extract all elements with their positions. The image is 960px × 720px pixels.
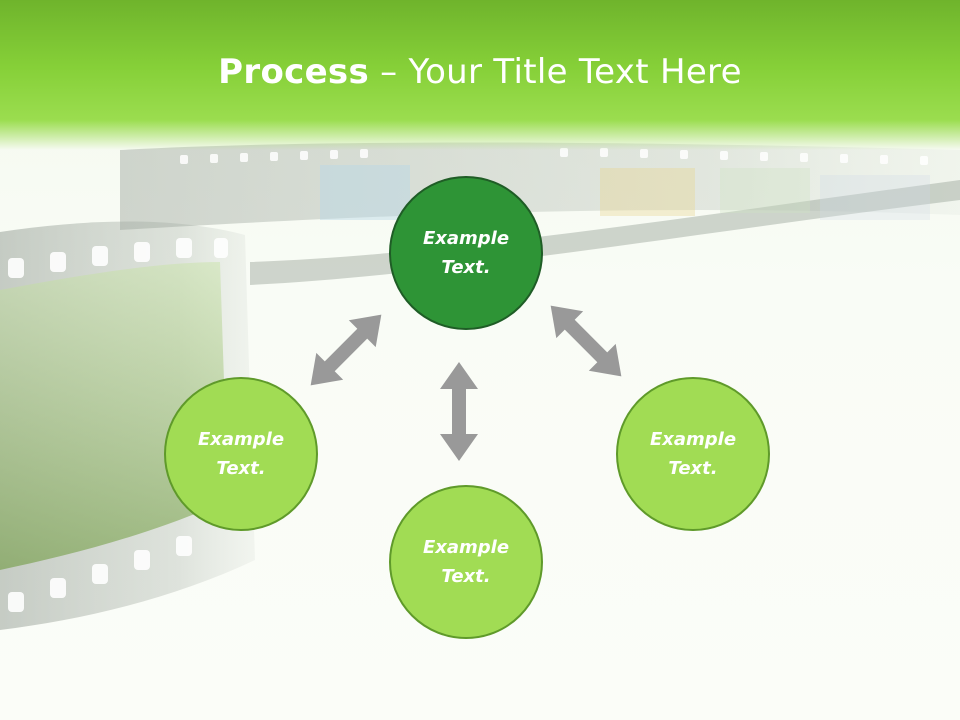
node-left-line2: Text.	[216, 458, 266, 479]
node-bottom-line2: Text.	[441, 566, 491, 587]
double-arrow-right	[550, 305, 622, 377]
node-top-line1: Example	[422, 228, 510, 249]
node-right-line2: Text.	[668, 458, 718, 479]
node-top-line2: Text.	[441, 257, 491, 278]
slide-title: Process – Your Title Text Here	[0, 52, 960, 92]
title-bold: Process	[218, 52, 370, 92]
title-rest: – Your Title Text Here	[369, 52, 742, 92]
double-arrow-left	[310, 314, 382, 386]
header-band	[0, 0, 960, 150]
double-arrow-vertical	[440, 362, 478, 461]
node-bottom-line1: Example	[422, 537, 510, 558]
node-right-line1: Example	[649, 429, 737, 450]
node-left-line1: Example	[197, 429, 285, 450]
